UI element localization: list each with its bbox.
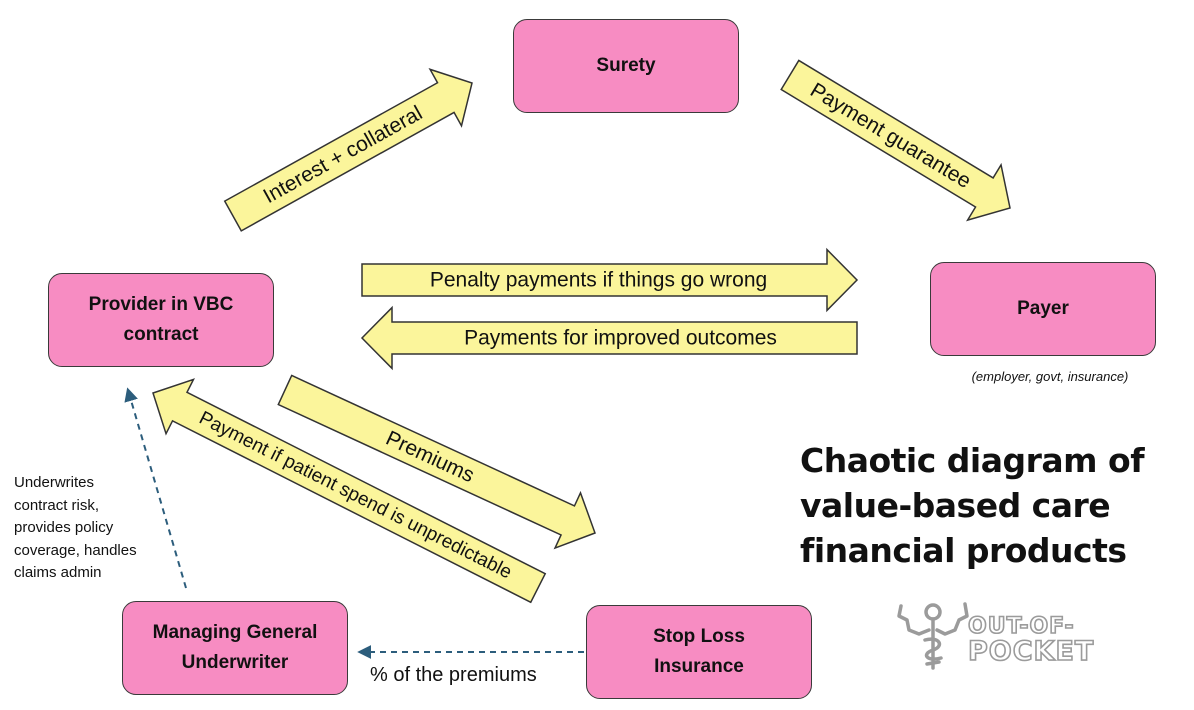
- improved-outcomes-arrow-label: Payments for improved outcomes: [464, 327, 777, 350]
- mgu-node: Managing General Underwriter: [122, 601, 348, 695]
- surety-label: Surety: [596, 55, 656, 76]
- payment-guarantee-arrow-shape: [780, 59, 1011, 222]
- payer-node: Payer: [930, 262, 1156, 356]
- penalty-payments-arrow-shape: [361, 247, 859, 313]
- stop-loss-label: Stop Loss Insurance: [653, 626, 745, 677]
- interest-collateral-arrow-label: Interest + collateral: [260, 102, 427, 209]
- premium-share-label: % of the premiums: [370, 664, 537, 686]
- penalty-payments-arrow-label: Penalty payments if things go wrong: [430, 269, 767, 292]
- payment-guarantee-arrow: Payment guarantee: [780, 59, 1011, 222]
- logo-text-out-of: OUT-OF-: [967, 613, 1075, 640]
- mgu-to-provider-dashed-arrow: [124, 387, 187, 589]
- interest-collateral-arrow: Interest + collateral: [223, 68, 473, 232]
- provider-node: Provider in VBC contract: [48, 273, 274, 367]
- improved-outcomes-arrow-shape: [360, 305, 858, 371]
- payer-note: (employer, govt, insurance): [971, 369, 1129, 384]
- logo-text-pocket: POCKET: [967, 635, 1095, 668]
- diagram-title: Chaotic diagram of value-based care fina…: [800, 441, 1145, 570]
- unpredictable-spend-arrow-shape: [152, 378, 547, 604]
- surety-node: Surety: [513, 19, 739, 113]
- mgu-label: Managing General Underwriter: [152, 622, 318, 673]
- penalty-payments-arrow: Penalty payments if things go wrong: [361, 247, 859, 313]
- mgu-note: Underwrites contract risk, provides poli…: [14, 474, 137, 581]
- payer-label: Payer: [1017, 298, 1069, 319]
- out-of-pocket-logo: [897, 602, 969, 670]
- stop-loss-node: Stop Loss Insurance: [586, 605, 812, 699]
- premiums-arrow-shape: [277, 374, 596, 550]
- provider-label: Provider in VBC contract: [88, 294, 234, 345]
- improved-outcomes-arrow: Payments for improved outcomes: [360, 305, 858, 371]
- payment-guarantee-arrow-label: Payment guarantee: [806, 79, 975, 194]
- interest-collateral-arrow-shape: [223, 68, 473, 232]
